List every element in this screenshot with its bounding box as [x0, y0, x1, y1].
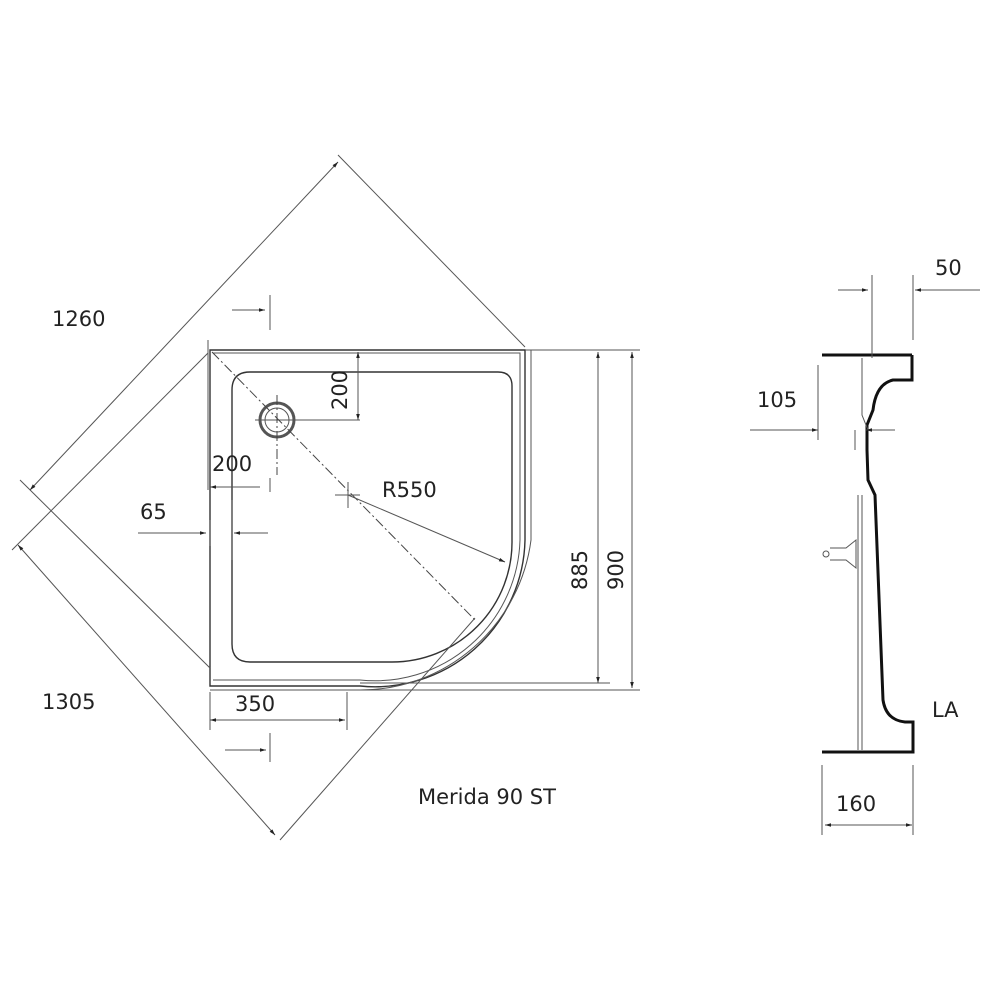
dimension-label-885: 885	[568, 549, 593, 591]
dimension-1260	[29, 161, 339, 491]
basin-outline	[231, 371, 513, 663]
section-profile	[822, 353, 915, 754]
dimension-label-drain-top: 200	[328, 369, 353, 411]
section-label-la: LA	[932, 698, 959, 722]
dimension-label-350: 350	[235, 692, 276, 716]
dimension-label-1260: 1260	[52, 307, 106, 331]
drawing-title: Merida 90 ST	[418, 785, 556, 809]
dimension-label-drain-left: 200	[212, 452, 253, 476]
dimension-label-1305: 1305	[42, 690, 96, 714]
dimension-label-rim: 65	[140, 500, 167, 524]
tray-outline	[209, 349, 640, 691]
radius-dimension	[347, 494, 506, 563]
dimension-1305	[17, 544, 276, 836]
dimension-label-105: 105	[757, 388, 798, 412]
dimension-label-900: 900	[604, 549, 629, 591]
dimension-label-radius: R550	[382, 478, 437, 502]
dimension-label-160: 160	[836, 792, 877, 816]
dimension-label-50: 50	[935, 256, 962, 280]
